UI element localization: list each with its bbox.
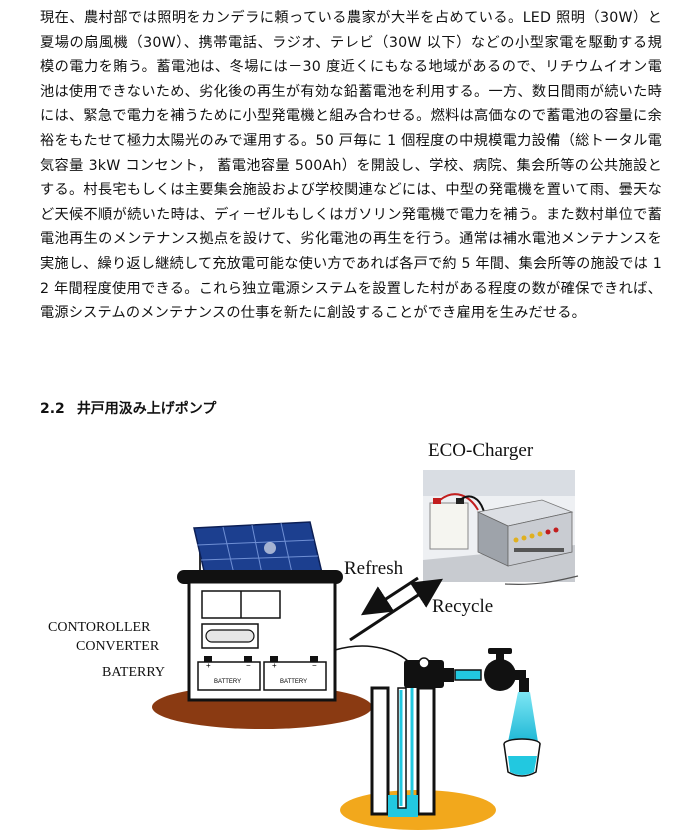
- water-stream: [508, 692, 538, 742]
- section-heading: 2.2 井戸用汲み上げポンプ: [40, 398, 216, 418]
- body-paragraph: 現在、農村部では照明をカンデラに頼っている農家が大半を占めている。LED 照明（…: [40, 10, 662, 322]
- faucet: [484, 648, 529, 692]
- battery-right: + − BATTERY: [263, 656, 327, 691]
- house: + − BATTERY + − BATTERY: [177, 570, 343, 702]
- section-title: 井戸用汲み上げポンプ: [76, 401, 217, 417]
- recycle-arrow: [349, 578, 444, 642]
- charger-unit: [476, 499, 574, 567]
- charger-battery: [429, 498, 469, 550]
- converter-label: CONVERTER: [76, 639, 160, 654]
- controller-label: CONTOROLLER: [48, 620, 151, 635]
- power-cable: [334, 645, 416, 669]
- refresh-label: Refresh: [344, 558, 404, 579]
- battery-right-minus: −: [312, 661, 317, 670]
- battery-left-label: BATTERY: [214, 679, 241, 685]
- battery-label: BATERRY: [102, 665, 165, 680]
- refresh-arrow: [360, 576, 419, 616]
- well: [340, 676, 496, 830]
- battery-left-minus: −: [246, 661, 251, 670]
- water-cup: [503, 738, 541, 777]
- battery-left-plus: +: [206, 661, 211, 670]
- battery-right-label: BATTERY: [280, 679, 307, 685]
- eco-charger-label: ECO-Charger: [428, 440, 534, 461]
- section-number: 2.2: [40, 401, 65, 417]
- battery-left: + − BATTERY: [197, 656, 261, 691]
- solar-panel: [193, 521, 323, 576]
- battery-right-plus: +: [272, 661, 277, 670]
- recycle-label: Recycle: [432, 596, 493, 617]
- pump-motor: [404, 657, 482, 688]
- eco-charger-photo: [423, 470, 579, 585]
